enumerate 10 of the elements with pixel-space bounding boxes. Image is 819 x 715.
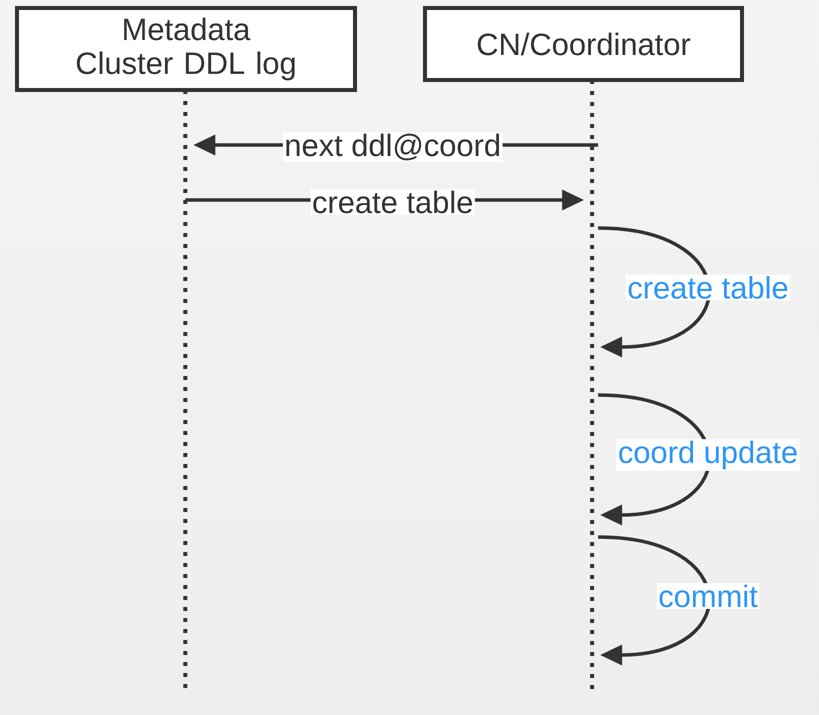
edge-label: commit <box>660 584 758 608</box>
participant-box: Metadata Cluster DDL log <box>15 6 357 92</box>
edge-label: create table <box>313 190 472 214</box>
participant-box: CN/Coordinator <box>423 6 744 82</box>
arrow <box>598 226 711 358</box>
edge-label: create table <box>628 276 788 299</box>
edge-label: next ddl@coord <box>286 134 500 160</box>
arrow <box>598 535 711 666</box>
edge-label: coord update <box>619 440 797 470</box>
arrow <box>598 393 711 526</box>
